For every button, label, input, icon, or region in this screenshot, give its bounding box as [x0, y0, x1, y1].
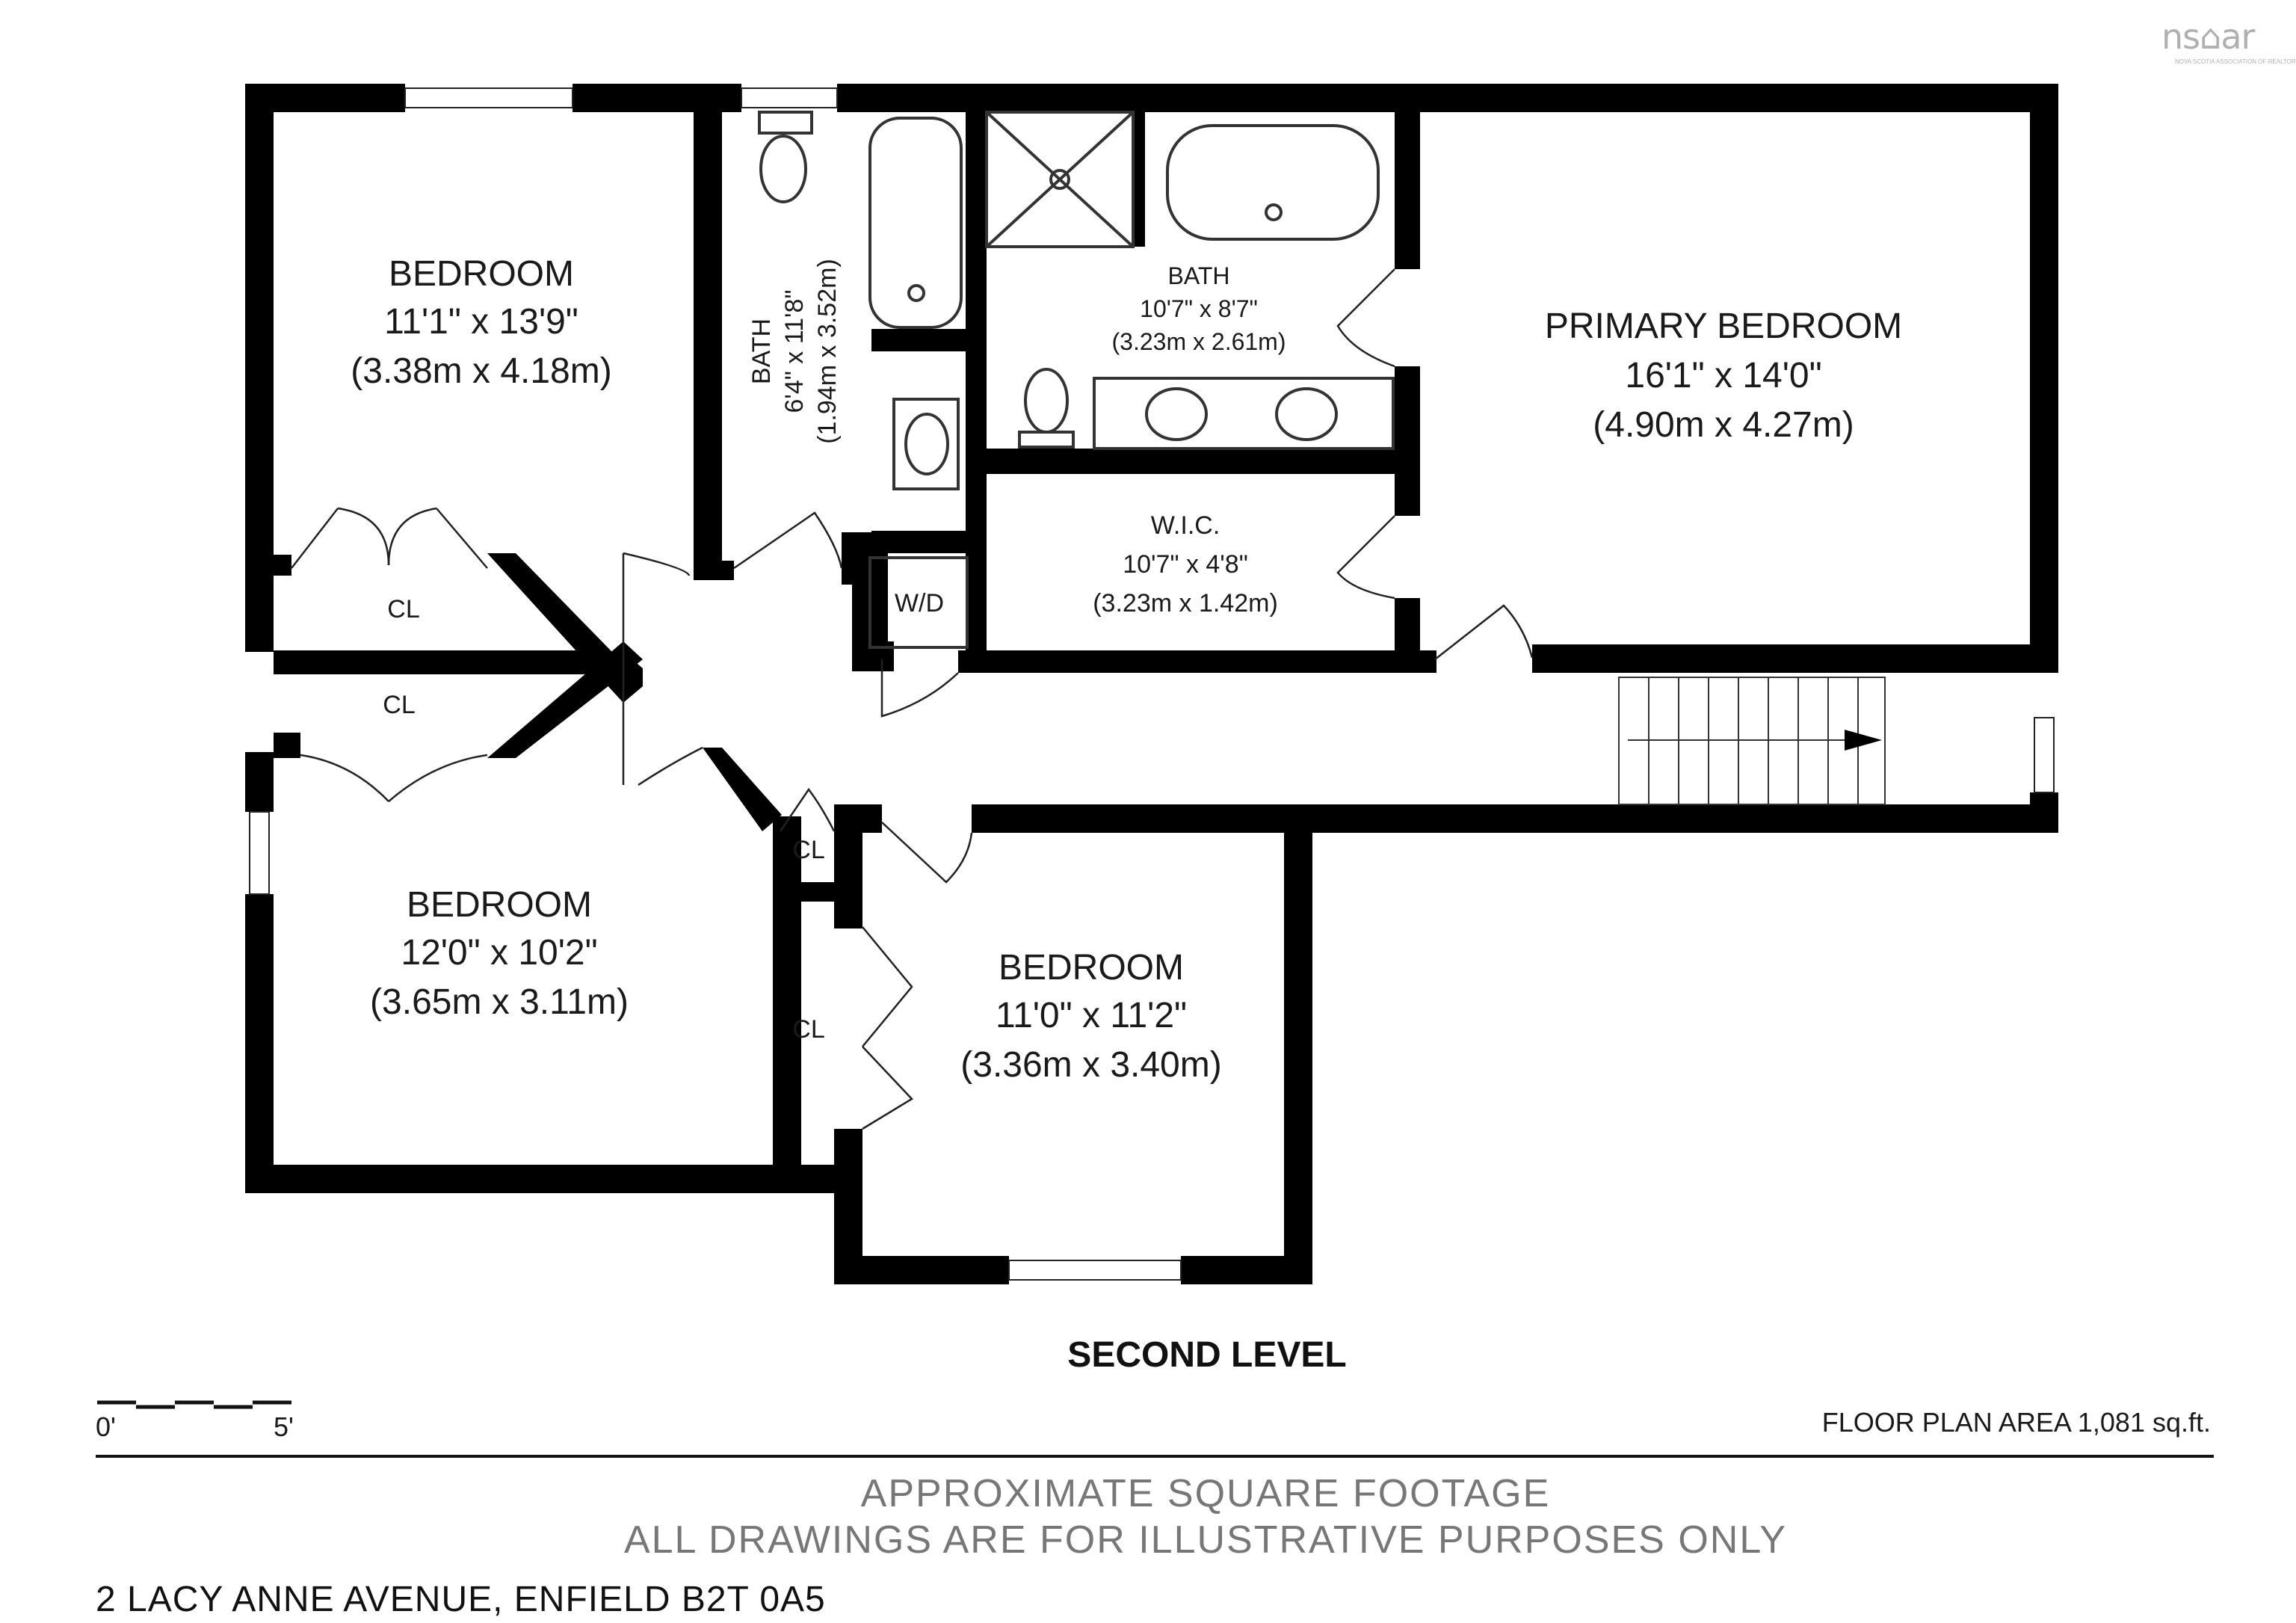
disclaimer-line: ALL DRAWINGS ARE FOR ILLUSTRATIVE PURPOS… [623, 1518, 1788, 1562]
room-name: BATH [747, 318, 776, 384]
room-dimensions: 10'7" x 4'8" [1123, 550, 1248, 579]
shower [985, 111, 1135, 248]
room-name: BEDROOM [389, 254, 574, 294]
property-address: 2 LACY ANNE AVENUE, ENFIELD B2T 0A5 [96, 1580, 826, 1619]
room-dimensions: 6'4" x 11'8" [780, 289, 809, 413]
stair-arrow-icon [1845, 730, 1882, 751]
room-dimensions-metric: (3.36m x 3.40m) [960, 1045, 1221, 1085]
room-dimensions-metric: (3.38m x 4.18m) [351, 351, 611, 391]
logo-subtitle: NOVA SCOTIA ASSOCIATION OF REALTORS [2175, 58, 2296, 65]
room-dimensions: 10'7" x 8'7" [1140, 295, 1258, 322]
bathtub-small [868, 117, 963, 329]
closet-label: CL [387, 595, 419, 623]
room-name: BEDROOM [999, 948, 1184, 988]
windows [249, 87, 2055, 1281]
scale-bar [97, 1400, 291, 1409]
closet-label: CL [792, 836, 824, 864]
room-name: W.I.C. [1151, 511, 1220, 540]
room-name: PRIMARY BEDROOM [1545, 307, 1902, 346]
room-dimensions-metric: (1.94m x 3.52m) [813, 259, 842, 444]
washer-dryer [868, 556, 969, 649]
toilet-bowl [759, 135, 807, 203]
room-bedroom-nw: BEDROOM 11'1" x 13'9" (3.38m x 4.18m) [351, 254, 611, 391]
room-wic: W.I.C. 10'7" x 4'8" (3.23m x 1.42m) [1093, 511, 1278, 618]
walls [245, 84, 2058, 1284]
sink-counter [892, 398, 960, 490]
nsar-logo: ns⌂ar NOVA SCOTIA ASSOCIATION OF REALTOR… [2161, 16, 2296, 69]
floor-plan-area: FLOOR PLAN AREA 1,081 sq.ft. [1821, 1407, 2211, 1438]
room-dimensions-metric: (3.65m x 3.11m) [370, 982, 629, 1022]
vanity [1093, 377, 1395, 450]
logo-mark: ns⌂ar [2161, 16, 2255, 57]
closet-label: CL [792, 1015, 824, 1044]
room-bath-ensuite: BATH 10'7" x 8'7" (3.23m x 2.61m) [1112, 262, 1286, 355]
bathtub-ensuite [1166, 124, 1380, 241]
closet-label: CL [383, 691, 415, 719]
room-dimensions: 11'0" x 11'2" [996, 996, 1187, 1035]
fixtures [758, 111, 1886, 805]
room-dimensions-metric: (3.23m x 1.42m) [1093, 589, 1278, 618]
room-dimensions: 16'1" x 14'0" [1625, 356, 1821, 395]
toilet-tank [758, 111, 813, 135]
room-primary-bedroom: PRIMARY BEDROOM 16'1" x 14'0" (4.90m x 4… [1545, 307, 1902, 445]
room-name: BATH [1168, 262, 1230, 289]
level-title: SECOND LEVEL [1067, 1335, 1347, 1375]
room-laundry-label: W/D [895, 589, 944, 618]
room-dimensions: 11'1" x 13'9" [384, 302, 578, 342]
doors [291, 268, 1534, 1130]
room-bedroom-s: BEDROOM 11'0" x 11'2" (3.36m x 3.40m) [960, 948, 1221, 1085]
room-dimensions-metric: (4.90m x 4.27m) [1593, 405, 1854, 445]
room-name: BEDROOM [407, 885, 592, 925]
room-dimensions-metric: (3.23m x 2.61m) [1112, 328, 1286, 355]
room-dimensions: 12'0" x 10'2" [401, 933, 597, 973]
room-bath-small: BATH 6'4" x 11'8" (1.94m x 3.52m) [747, 259, 842, 444]
scale-end-label: 5' [274, 1411, 294, 1442]
disclaimer-line: APPROXIMATE SQUARE FOOTAGE [860, 1472, 1551, 1515]
scale-start-label: 0' [96, 1411, 116, 1442]
room-bedroom-sw: BEDROOM 12'0" x 10'2" (3.65m x 3.11m) [370, 885, 629, 1022]
